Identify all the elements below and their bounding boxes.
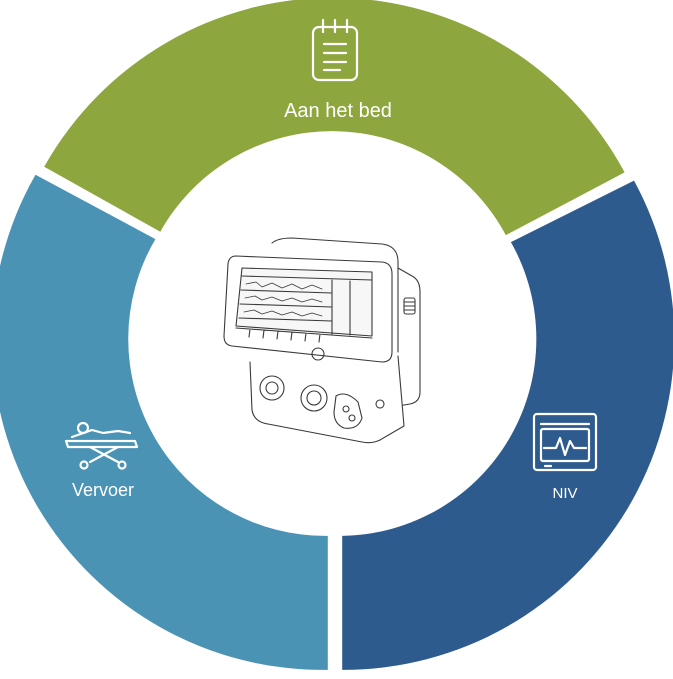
segment-label-niv: NIV (552, 485, 577, 502)
segment-transport[interactable] (0, 174, 328, 670)
clipboard-icon (311, 18, 359, 82)
monitor-waveform-icon (532, 412, 598, 472)
segment-niv[interactable] (342, 180, 673, 670)
stretcher-icon (64, 421, 139, 470)
segment-label-bedside: Aan het bed (284, 100, 392, 122)
segment-bedside[interactable] (44, 0, 625, 236)
ventilator-device-illustration (223, 237, 421, 444)
segment-label-transport: Vervoer (72, 480, 134, 500)
